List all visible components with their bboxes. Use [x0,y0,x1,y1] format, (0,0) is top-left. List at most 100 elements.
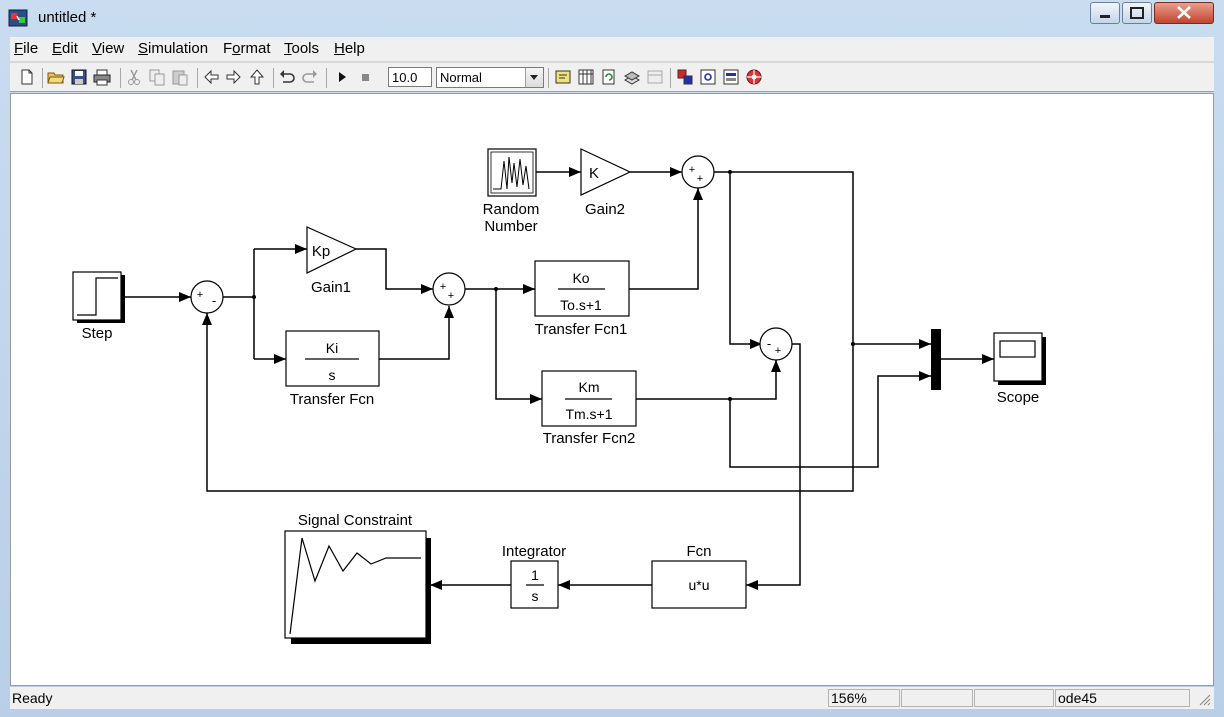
arrowhead [750,339,762,349]
minimize-icon [1100,15,1110,18]
signal-feedback[interactable] [206,313,854,492]
simulation-mode-value: Normal [440,70,482,85]
block-transfer-fcn[interactable]: Ki s Transfer Fcn [285,330,380,408]
signal-tf2-to-mux[interactable] [729,375,931,468]
forward-arrow-icon[interactable] [225,68,243,86]
arrowheads [179,167,994,590]
arrowhead [430,580,442,590]
signal-tf2-to-sum4[interactable] [636,360,777,400]
cut-icon[interactable] [125,68,143,86]
tf-numerator: Ki [326,340,338,356]
close-button[interactable] [1154,2,1214,24]
random-label-line1: Random [483,201,540,218]
integrator-label: Integrator [502,543,566,560]
signal-sum2-to-tf2[interactable] [495,289,542,400]
debugger-icon[interactable] [699,68,717,86]
sum-plus-sign: + [775,345,781,357]
signal-sum3-to-sum4[interactable] [729,172,762,345]
minimize-button[interactable] [1090,2,1120,24]
branch-point [728,170,732,174]
sigcon-label: Signal Constraint [298,512,413,529]
maximize-button[interactable] [1122,2,1152,24]
menu-help[interactable]: Help [334,40,365,57]
up-arrow-icon[interactable] [248,68,266,86]
block-sum4[interactable]: - + [759,327,793,361]
resize-grip-icon[interactable] [1198,693,1212,707]
start-simulation-icon[interactable] [333,68,351,86]
configuration-icon[interactable] [722,68,740,86]
arrowhead [693,188,703,200]
back-arrow-icon[interactable] [202,68,220,86]
undo-icon[interactable] [278,68,296,86]
sum-plus-sign: + [440,281,446,293]
menu-file[interactable]: File [14,40,39,57]
sum-plus-sign: + [697,173,703,185]
block-transfer-fcn1[interactable]: Ko To.s+1 Transfer Fcn1 [534,260,630,338]
redo-icon[interactable] [301,68,319,86]
title-bar[interactable]: untitled * [0,0,1224,36]
menu-format[interactable]: Format [223,40,271,57]
stop-time-input[interactable]: 10.0 [388,67,432,87]
gain1-symbol: Kp [312,243,330,260]
menu-view[interactable]: View [92,40,125,57]
signal-sum3-to-mux[interactable] [714,171,931,345]
step-label: Step [82,325,113,342]
tf2-numerator: Km [579,379,600,395]
refresh-icon[interactable] [600,68,618,86]
block-mux[interactable] [931,329,941,390]
model-explorer-icon[interactable] [676,68,694,86]
signal-tf-to-sum2[interactable] [379,306,450,360]
scope-label: Scope [997,389,1040,406]
sum-minus-sign: - [767,336,771,351]
block-integrator[interactable]: 1 s Integrator [502,543,566,609]
branch-point [494,287,498,291]
toolbar: 10.0 Normal [10,62,1214,92]
menu-simulation[interactable]: Simulation [138,40,209,57]
window-title: untitled * [38,9,97,26]
paste-icon[interactable] [171,68,189,86]
gain2-symbol: K [589,165,599,182]
signal-sum4-to-fcn[interactable] [746,343,801,586]
block-random-number[interactable]: Random Number [483,148,540,235]
branch-point [851,342,855,346]
copy-icon[interactable] [148,68,166,86]
update-diagram-icon[interactable] [577,68,595,86]
simulation-mode-select[interactable]: Normal [436,67,544,88]
block-sum2[interactable]: + + [432,272,466,306]
tf1-label: Transfer Fcn1 [535,321,628,338]
help-wheel-icon[interactable] [745,68,763,86]
block-fcn[interactable]: u*u Fcn [651,543,747,609]
block-signal-constraint[interactable]: Signal Constraint [284,512,431,644]
sum-plus-sign: + [689,164,695,176]
block-transfer-fcn2[interactable]: Km Tm.s+1 Transfer Fcn2 [541,370,637,447]
block-scope[interactable]: Scope [993,332,1046,406]
block-step[interactable]: Step [72,271,125,342]
tf1-numerator: Ko [572,270,589,286]
arrowhead [444,306,454,318]
block-gain1[interactable]: Kp Gain1 [306,226,358,296]
open-folder-icon[interactable] [47,68,65,86]
simulink-app-icon [8,9,28,27]
toolbar-separator [42,68,43,88]
model-browser-icon[interactable] [646,68,664,86]
menu-tools[interactable]: Tools [284,40,320,57]
stop-simulation-icon[interactable] [356,68,374,86]
block-gain2[interactable]: K Gain2 [580,148,632,218]
print-icon[interactable] [93,68,111,86]
new-model-icon[interactable] [18,68,36,86]
block-sum1[interactable]: + - [190,280,224,314]
signal-gain1-to-sum2[interactable] [356,248,433,290]
model-canvas[interactable]: Step + - Kp Gain1 Ki [10,93,1214,686]
signal-tf1-to-sum3[interactable] [629,188,699,290]
tf1-denominator: To.s+1 [560,297,602,313]
build-icon[interactable] [554,68,572,86]
toolbar-separator [120,68,121,88]
toolbar-separator [197,68,198,88]
save-icon[interactable] [70,68,88,86]
block-sum3[interactable]: + + [681,155,715,189]
menu-edit[interactable]: Edit [52,40,78,57]
zoom-level: 156% [828,689,900,707]
gain2-label: Gain2 [585,201,625,218]
library-browser-icon[interactable] [623,68,641,86]
dropdown-arrow[interactable] [525,68,543,87]
